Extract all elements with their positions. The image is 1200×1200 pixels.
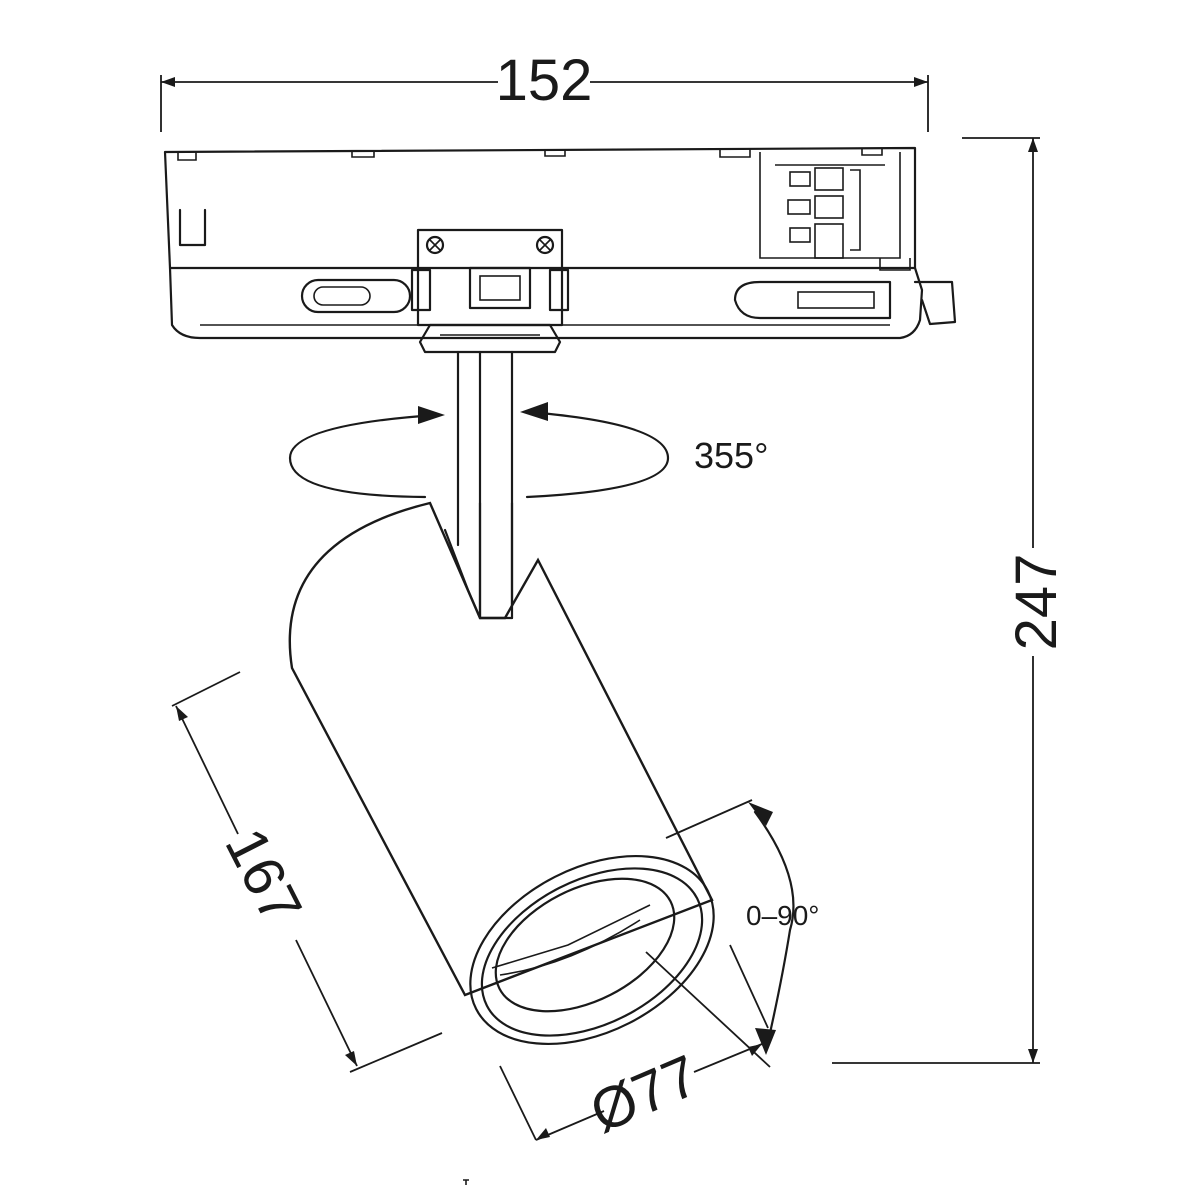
footer-mark bbox=[463, 1179, 469, 1185]
width-dimension: 152 bbox=[160, 48, 929, 132]
stem bbox=[456, 350, 514, 620]
diameter-label: Ø77 bbox=[581, 1043, 707, 1146]
height-dimension: 247 bbox=[832, 137, 1069, 1064]
height-label: 247 bbox=[1004, 554, 1069, 651]
rotation-angle-label: 355° bbox=[694, 435, 768, 476]
track-adapter bbox=[163, 146, 957, 354]
tilt-angle-label: 0–90° bbox=[746, 900, 820, 931]
rotation-indicator: 355° bbox=[288, 402, 768, 499]
width-label: 152 bbox=[496, 48, 593, 113]
body-length-label: 167 bbox=[212, 818, 314, 934]
tilt-indicator: 0–90° bbox=[665, 799, 820, 1055]
spotlight-body bbox=[288, 501, 715, 1046]
